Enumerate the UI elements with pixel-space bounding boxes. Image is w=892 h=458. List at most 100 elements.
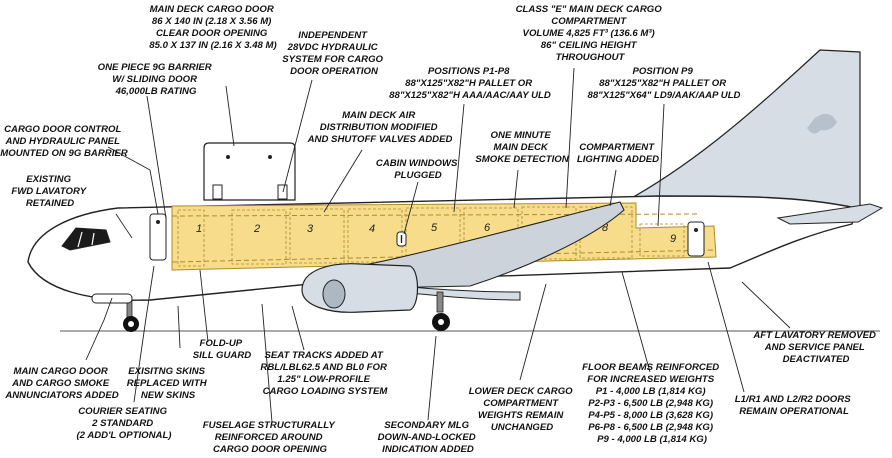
callout-fwd-lavatory: EXISTING FWD LAVATORY RETAINED [11, 174, 88, 209]
callout-floor-beams-line-6: P6-P8 - 6,500 LB (2,948 KG) [588, 422, 713, 433]
leader-hydraulic-system [282, 79, 313, 193]
callout-hydraulic-system-line-3: SYSTEM FOR CARGO [282, 54, 383, 65]
callout-main-deck-cargo-door-line-1: MAIN DECK CARGO DOOR [150, 4, 274, 15]
callout-hydraulic-system-line-4: DOOR OPERATION [290, 66, 379, 77]
callout-door-control-line-1: CARGO DOOR CONTROL [4, 124, 121, 135]
callout-doors-operational-line-1: L1/R1 AND L2/R2 DOORS [735, 394, 851, 405]
callout-doors-operational: L1/R1 AND L2/R2 DOORS REMAIN OPERATIONAL [735, 394, 854, 417]
callout-floor-beams: FLOOR BEAMS REINFORCED FOR INCREASED WEI… [582, 362, 722, 445]
leader-main-deck-cargo-door [225, 85, 235, 147]
callout-lower-deck-line-3: WEIGHTS REMAIN [478, 410, 564, 421]
callout-lower-deck-line-4: UNCHANGED [491, 422, 553, 433]
leader-lower-deck [519, 283, 547, 381]
callout-aft-lavatory: AFT LAVATORY REMOVED AND SERVICE PANEL D… [752, 330, 878, 365]
leader-doors-operational [707, 261, 745, 393]
callout-positions-p1-p8-line-3: 88"X125"X82"H AAA/AAC/AAY ULD [389, 90, 551, 101]
callout-position-p9-line-2: 88"X125"X82"H PALLET OR [599, 78, 726, 89]
callout-class-e-line-5: THROUGHOUT [556, 52, 626, 63]
door-actuator-left [212, 184, 223, 200]
wing [358, 201, 625, 289]
leader-lines [85, 67, 791, 423]
tail-logo [807, 113, 837, 134]
callout-fuselage-reinforced-line-1: FUSELAGE STRUCTURALLY [203, 420, 337, 431]
cockpit-window-frames [77, 231, 95, 248]
callout-secondary-mlg-line-1: SECONDARY MLG [384, 420, 469, 431]
callout-lower-deck-line-2: COMPARTMENT [483, 398, 559, 409]
callout-secondary-mlg: SECONDARY MLG DOWN-AND-LOCKED INDICATION… [378, 420, 479, 455]
callout-main-cargo-door-annunciators-line-3: ANNUNCIATORS ADDED [4, 390, 118, 401]
cargo-door-hinge-right [268, 155, 272, 159]
callout-hydraulic-system: INDEPENDENT 28VDC HYDRAULIC SYSTEM FOR C… [282, 30, 385, 77]
callout-main-deck-cargo-door: MAIN DECK CARGO DOOR 86 X 140 IN (2.18 X… [149, 4, 276, 51]
callout-fuselage-reinforced-line-3: CARGO DOOR OPENING [213, 444, 328, 455]
callout-positions-p1-p8-line-2: 88"X125"X82"H PALLET OR [405, 78, 532, 89]
callout-courier-seating-line-1: COURIER SEATING [78, 406, 167, 417]
callout-smoke-detection-line-1: ONE MINUTE [491, 130, 552, 141]
pallet-label-6: 6 [484, 222, 491, 234]
leader-fwd-lavatory [115, 213, 133, 239]
pallet-positions: 1 2 3 4 5 6 7 8 9 [177, 206, 685, 267]
callout-compartment-lighting-line-1: COMPARTMENT [579, 142, 655, 153]
pallet-position-1 [177, 209, 205, 267]
callout-barrier-line-2: W/ SLIDING DOOR [112, 74, 197, 85]
pallet-position-9 [639, 223, 685, 257]
callout-compartment-lighting-line-2: LIGHTING ADDED [577, 154, 659, 165]
callout-air-distribution-line-3: AND SHUTOFF VALVES ADDED [307, 134, 453, 145]
callout-class-e-line-3: VOLUME 4,825 FT³ (136.6 M³) [523, 28, 655, 39]
callout-barrier: ONE PIECE 9G BARRIER W/ SLIDING DOOR 46,… [98, 62, 215, 97]
pallet-label-3: 3 [307, 223, 314, 235]
callout-cabin-windows-line-2: PLUGGED [394, 170, 442, 181]
callout-fold-up-sill-line-1: FOLD-UP [200, 338, 243, 349]
callout-main-deck-cargo-door-line-4: 85.0 X 137 IN (2.16 X 3.48 M) [149, 40, 276, 51]
leader-compartment-lighting [609, 169, 617, 207]
leader-barrier [146, 95, 167, 219]
callout-secondary-mlg-line-3: INDICATION ADDED [382, 444, 474, 455]
callout-seat-tracks: SEAT TRACKS ADDED AT RBL/LBL62.5 AND BL0… [260, 350, 389, 397]
callout-main-cargo-door-annunciators-line-1: MAIN CARGO DOOR [13, 366, 107, 377]
callout-lower-deck-line-1: LOWER DECK CARGO [469, 386, 573, 397]
callout-seat-tracks-line-2: RBL/LBL62.5 AND BL0 FOR [260, 362, 387, 373]
pallet-label-2: 2 [253, 223, 260, 235]
leader-seat-tracks [291, 305, 305, 351]
callout-main-cargo-door-annunciators-line-2: AND CARGO SMOKE [11, 378, 110, 389]
callout-cabin-windows: CABIN WINDOWS PLUGGED [376, 158, 460, 181]
leader-fold-up-sill [199, 269, 209, 343]
door-actuator-right [277, 184, 288, 200]
callout-fwd-lavatory-line-3: RETAINED [26, 198, 74, 209]
leader-class-e [565, 67, 575, 209]
callout-floor-beams-line-7: P9 - 4,000 LB (1,814 KG) [597, 434, 707, 445]
callout-fold-up-sill-line-2: SILL GUARD [193, 350, 252, 361]
callout-smoke-detection-line-3: SMOKE DETECTION [475, 154, 569, 165]
pallet-label-4: 4 [369, 223, 375, 235]
callout-positions-p1-p8-line-1: POSITIONS P1-P8 [428, 66, 510, 77]
leader-secondary-mlg [427, 335, 437, 421]
leader-position-p9 [657, 103, 665, 227]
leader-main-cargo-door-annunciators [85, 297, 113, 361]
callout-main-deck-cargo-door-line-2: 86 X 140 IN (2.18 X 3.56 M) [152, 16, 271, 27]
callout-position-p9-line-3: 88"X125"X64" LD9/AAK/AAP ULD [588, 90, 741, 101]
callout-fold-up-sill: FOLD-UP SILL GUARD [193, 338, 252, 361]
leader-fuselage-reinforced [261, 303, 273, 423]
nose-gear-hub [128, 321, 134, 327]
cargo-door-open [203, 142, 296, 201]
callout-door-control-line-2: AND HYDRAULIC PANEL [5, 136, 121, 147]
callout-fwd-lavatory-line-2: FWD LAVATORY [11, 186, 87, 197]
callout-air-distribution-line-1: MAIN DECK AIR [342, 110, 415, 121]
callout-position-p9: POSITION P9 88"X125"X82"H PALLET OR 88"X… [588, 66, 741, 101]
leader-positions-p1-p8 [453, 103, 465, 213]
callout-hydraulic-system-line-1: INDEPENDENT [298, 30, 368, 41]
callout-aft-lavatory-line-1: AFT LAVATORY REMOVED [752, 330, 876, 341]
callout-fuselage-reinforced: FUSELAGE STRUCTURALLY REINFORCED AROUND … [203, 420, 338, 455]
callout-position-p9-line-1: POSITION P9 [633, 66, 694, 77]
callout-existing-skins-line-1: EXISITNG SKINS [128, 366, 205, 377]
pallet-label-1: 1 [196, 223, 202, 235]
callout-existing-skins-line-2: REPLACED WITH [127, 378, 208, 389]
callout-floor-beams-line-4: P2-P3 - 6,500 LB (2,948 KG) [588, 398, 713, 409]
callout-air-distribution: MAIN DECK AIR DISTRIBUTION MODIFIED AND … [307, 110, 453, 145]
leader-air-distribution [323, 149, 363, 213]
callout-existing-skins-line-3: NEW SKINS [141, 390, 196, 401]
callout-aft-lavatory-line-3: DEACTIVATED [783, 354, 850, 365]
leader-existing-skins [177, 305, 181, 349]
callout-main-deck-cargo-door-line-3: CLEAR DOOR OPENING [156, 28, 268, 39]
